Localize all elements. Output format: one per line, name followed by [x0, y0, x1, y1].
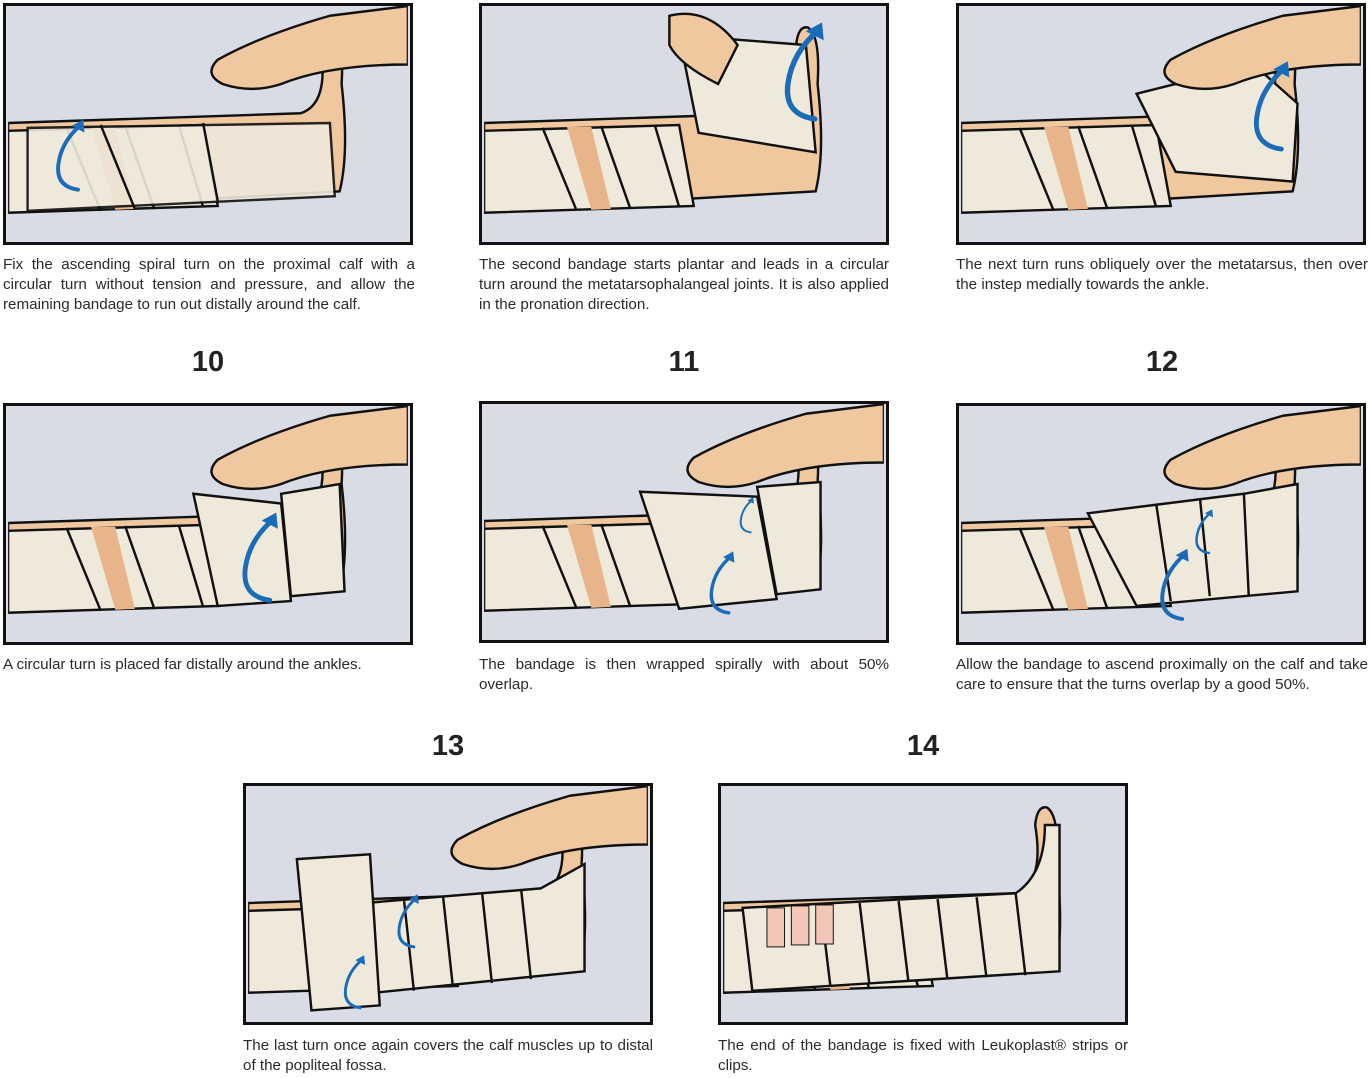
step-illustration-3: [956, 3, 1366, 245]
step-illustration-10: [3, 403, 413, 645]
step-number-11: 11: [668, 346, 700, 378]
step-caption-2: The second bandage starts plantar and le…: [479, 256, 889, 313]
step-illustration-14: [718, 783, 1128, 1025]
step-number-12: 12: [1145, 346, 1179, 378]
step-caption-13: The last turn once again covers the calf…: [243, 1037, 653, 1074]
step-illustration-11: [479, 401, 889, 643]
step-caption-1: Fix the ascending spiral turn on the pro…: [3, 256, 415, 313]
step-illustration-1: [3, 3, 413, 245]
step-illustration-2: [479, 3, 889, 245]
step-caption-12: Allow the bandage to ascend proximally o…: [956, 656, 1368, 693]
step-caption-14: The end of the bandage is fixed with Leu…: [718, 1037, 1128, 1074]
step-number-13: 13: [431, 730, 465, 762]
step-caption-11: The bandage is then wrapped spirally wit…: [479, 656, 889, 693]
step-illustration-12: [956, 403, 1366, 645]
step-caption-3: The next turn runs obliquely over the me…: [956, 256, 1368, 293]
step-number-10: 10: [191, 346, 225, 378]
step-number-14: 14: [906, 730, 940, 762]
step-caption-10: A circular turn is placed far distally a…: [3, 656, 362, 673]
step-illustration-13: [243, 783, 653, 1025]
